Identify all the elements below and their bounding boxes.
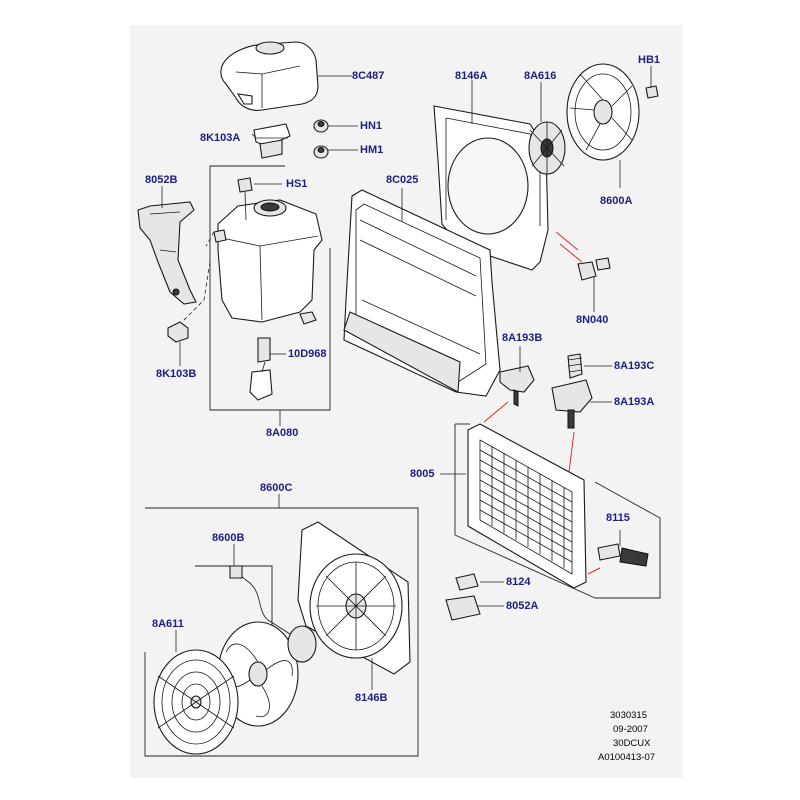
callout-8115[interactable]: 8115 xyxy=(606,512,630,524)
tank-bracket xyxy=(137,201,197,305)
fan-cowl-lower xyxy=(297,521,411,675)
blanking-plug xyxy=(167,321,189,343)
radiator-frame xyxy=(343,189,501,397)
footer-code: 30DCUX xyxy=(613,738,651,749)
lower-mount-bracket xyxy=(551,379,593,429)
level-sensor-10d968 xyxy=(249,337,273,401)
leader-lines xyxy=(161,66,652,690)
callout-hm1[interactable]: HM1 xyxy=(360,144,384,156)
callout-8146a[interactable]: 8146A xyxy=(455,70,488,82)
callout-8k103a[interactable]: 8K103A xyxy=(200,132,241,144)
footer-illustration-id: A0100413-07 xyxy=(598,752,656,763)
callout-8124[interactable]: 8124 xyxy=(506,576,531,588)
bolt-hb1 xyxy=(645,85,659,99)
callout-8a616[interactable]: 8A616 xyxy=(524,70,557,82)
callout-hs1[interactable]: HS1 xyxy=(286,178,308,190)
callout-8005[interactable]: 8005 xyxy=(410,468,435,480)
callout-hb1[interactable]: HB1 xyxy=(638,54,661,66)
mechanical-fan xyxy=(566,63,640,161)
callout-8a193b[interactable]: 8A193B xyxy=(502,332,543,344)
callout-hn1[interactable]: HN1 xyxy=(360,120,383,132)
bracket-8052a xyxy=(445,595,481,621)
callout-8600c[interactable]: 8600C xyxy=(260,482,293,494)
callout-8a080[interactable]: 8A080 xyxy=(266,427,299,439)
coolant-tank xyxy=(213,199,323,325)
callout-8a193a[interactable]: 8A193A xyxy=(614,396,655,408)
sensor-8124 xyxy=(455,573,479,591)
callout-8a611[interactable]: 8A611 xyxy=(152,618,184,630)
callout-8n040[interactable]: 8N040 xyxy=(576,314,609,326)
callout-8c487[interactable]: 8C487 xyxy=(352,70,385,82)
callout-8k103b[interactable]: 8K103B xyxy=(156,368,197,380)
footer-date: 09-2007 xyxy=(613,724,648,735)
callout-8c025[interactable]: 8C025 xyxy=(386,174,419,186)
callout-8146b[interactable]: 8146B xyxy=(355,692,388,704)
callout-10d968[interactable]: 10D968 xyxy=(288,348,327,360)
drain-plug xyxy=(597,543,649,567)
upper-mount-bracket xyxy=(499,365,535,407)
footer-reference-1: 3030315 xyxy=(610,710,647,721)
expansion-tank-upper xyxy=(220,41,319,111)
radiator-core xyxy=(467,423,587,589)
bleed-screw-hs1 xyxy=(237,177,253,221)
pressure-cap xyxy=(253,123,291,159)
callout-8052b[interactable]: 8052B xyxy=(145,174,178,186)
callout-8052a[interactable]: 8052A xyxy=(506,600,539,612)
grommet-hn1 xyxy=(313,119,329,133)
callout-8a193c[interactable]: 8A193C xyxy=(614,360,655,372)
callout-8600b[interactable]: 8600B xyxy=(212,532,245,544)
fan-guard xyxy=(153,649,239,755)
grommet-hm1 xyxy=(313,145,329,159)
cowl-clip xyxy=(577,257,611,281)
rubber-bush xyxy=(567,353,583,379)
viscous-coupling xyxy=(528,121,566,175)
callout-8600a[interactable]: 8600A xyxy=(600,195,633,207)
